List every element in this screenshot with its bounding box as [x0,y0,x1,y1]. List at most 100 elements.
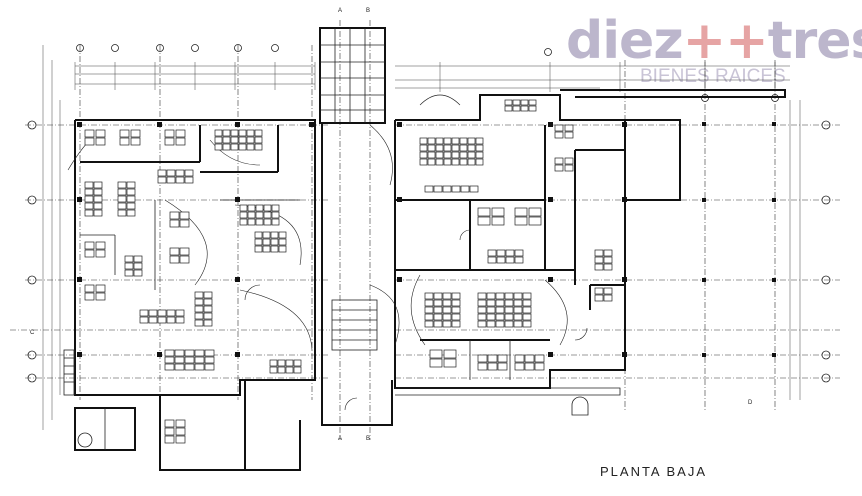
desk [95,137,106,146]
desk [594,294,604,302]
logo-plus-2: + [725,11,768,71]
desk [179,247,190,256]
desk [164,129,175,138]
desk [157,176,167,184]
desk [166,176,176,184]
desk [443,349,457,359]
desk [117,188,127,196]
desk [204,363,215,371]
desk [477,362,488,371]
desk [504,105,513,112]
section-marks: A B C D A B [30,8,753,442]
desk [254,238,263,246]
desk [477,320,487,328]
desk [554,131,564,139]
desk [157,309,167,317]
desk [174,356,185,364]
desk [451,144,460,152]
desk [204,356,215,364]
desk [148,309,158,317]
desk [239,218,248,226]
desk [164,419,175,428]
desk [477,292,487,300]
desk [285,359,294,367]
desk [451,299,461,307]
desk [263,218,272,226]
desk [433,320,443,328]
desk [119,129,130,138]
desk [451,306,461,314]
desk [230,136,239,144]
desk [451,151,460,159]
desk [554,124,564,132]
desk [278,245,287,253]
dimension-lines [42,45,801,430]
desk [442,320,452,328]
desk [475,144,484,152]
desk [486,306,496,314]
desk [433,299,443,307]
desk [254,136,263,144]
desk [126,181,136,189]
desk [238,136,247,144]
desk [443,358,457,368]
desk [594,287,604,295]
desk [269,359,278,367]
desk [443,151,452,159]
desk [564,131,574,139]
desk [84,284,95,293]
desk [184,176,194,184]
desk [175,169,185,177]
desk [222,136,231,144]
desk [442,292,452,300]
office-furniture [84,99,613,444]
desk [84,292,95,301]
desk [246,129,255,137]
desk [487,362,498,371]
brand-logo: diez++tres BIENES RAICES [566,11,862,87]
desk [117,181,127,189]
desk [84,188,94,196]
desk [522,299,532,307]
desk [194,291,204,299]
desk [254,129,263,137]
desk [246,136,255,144]
desk [419,144,428,152]
desk [254,143,263,151]
svg-text:A: A [338,436,342,442]
desk [554,157,564,165]
desk [269,366,278,374]
desk [460,185,470,193]
desk [214,136,223,144]
desk [513,320,523,328]
desk [124,262,134,270]
desk [433,185,443,193]
desk [451,185,461,193]
desk [175,419,186,428]
desk [594,256,604,264]
desk [194,363,205,371]
desk [435,137,444,145]
desk [442,313,452,321]
desk [194,305,204,313]
desk [262,231,271,239]
svg-text:B: B [366,436,370,442]
desk [247,218,256,226]
desk [419,137,428,145]
stair-grid [63,28,385,396]
desk [433,313,443,321]
desk [230,129,239,137]
desk [124,255,134,263]
desk [84,129,95,138]
desk [475,137,484,145]
desk [278,231,287,239]
desk [93,195,103,203]
desk [459,151,468,159]
desk [534,362,545,371]
desk [84,195,94,203]
logo-subtitle: BIENES RAICES [640,66,786,87]
desk [133,255,143,263]
desk [203,305,213,313]
desk [513,313,523,321]
desk [184,356,195,364]
